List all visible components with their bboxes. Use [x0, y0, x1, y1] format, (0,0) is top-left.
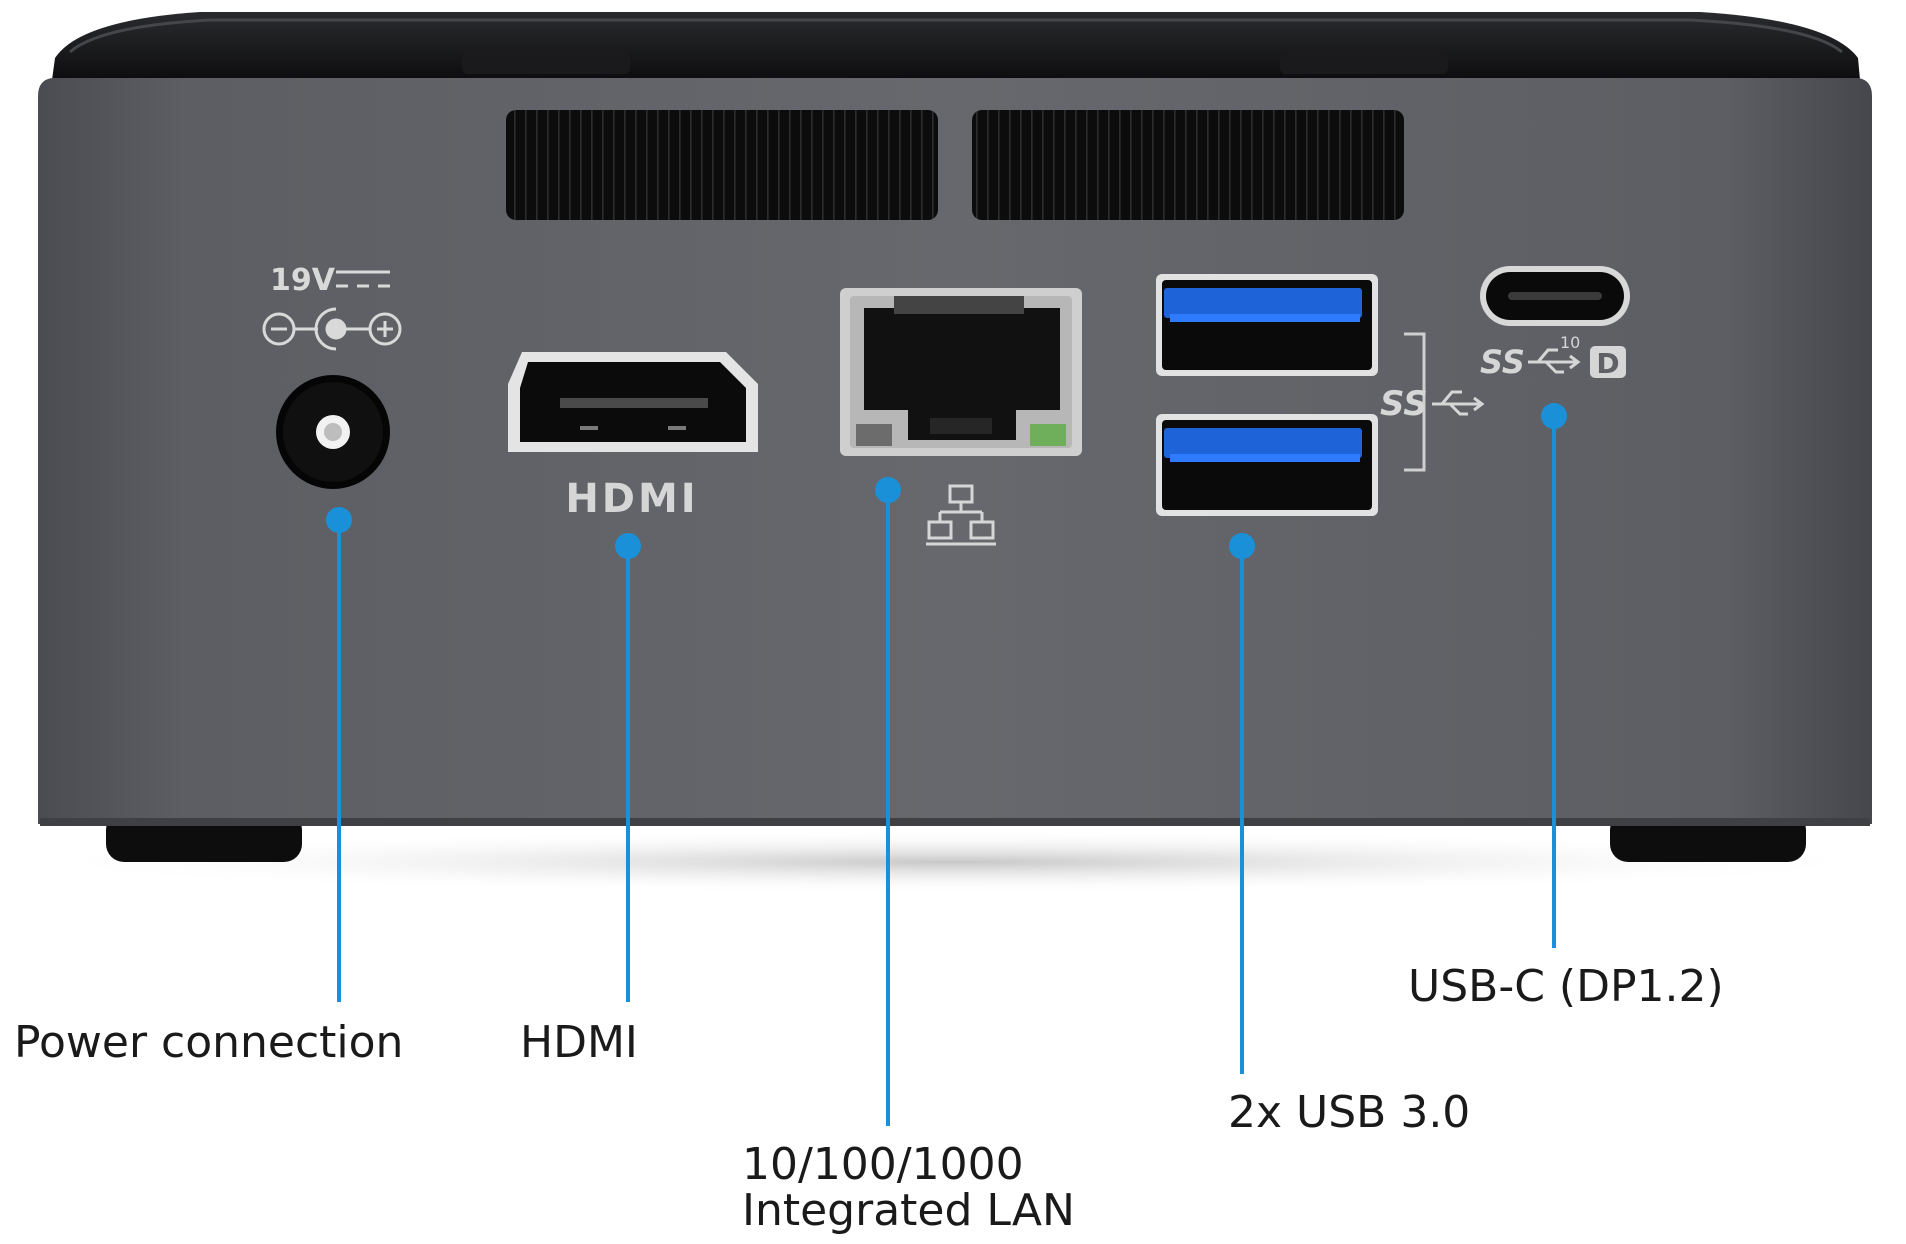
usb-c-superspeed-logo: SS [1480, 343, 1525, 381]
displayport-logo: D [1596, 347, 1619, 380]
usb-3-label: 2x USB 3.0 [1228, 1087, 1471, 1138]
hdmi-port [508, 352, 758, 452]
device-lid [52, 12, 1860, 80]
usb-c-label: USB-C (DP1.2) [1408, 961, 1724, 1012]
usb-superspeed-icon [1432, 390, 1485, 416]
displayport-icon: D [1590, 346, 1626, 380]
lan-callout-dot [875, 477, 901, 503]
lan-label-line2: Integrated LAN [742, 1185, 1075, 1236]
power-jack [276, 375, 390, 489]
power-rating-label: 19V [270, 263, 336, 298]
usb-superspeed-logo: SS [1380, 384, 1428, 424]
dc-polarity-icon [262, 307, 402, 351]
hdmi-label: HDMI [520, 1017, 638, 1068]
callout-dots [326, 403, 1567, 559]
usb-a-port-top [1156, 274, 1378, 376]
lan-port [840, 288, 1082, 456]
device-shadow [5, 830, 1905, 894]
usb-a-port-bottom [1156, 414, 1378, 516]
hdmi-logo: HDMI [565, 476, 698, 522]
power-callout-dot [326, 507, 352, 533]
usb-c-speed-label: 10 [1560, 333, 1580, 352]
hdmi-callout-dot [615, 533, 641, 559]
right-vent [972, 110, 1404, 220]
usb-c-usb-icon [1528, 348, 1581, 374]
lan-label-line1: 10/100/1000 [742, 1139, 1024, 1190]
network-icon [926, 484, 996, 546]
usbc-callout-dot [1541, 403, 1567, 429]
usb-callout-dot [1229, 533, 1255, 559]
dc-symbol-icon [336, 270, 390, 288]
left-vent [506, 110, 938, 220]
callout-lines [337, 416, 1556, 1126]
usb-bracket [1404, 332, 1426, 472]
power-connection-label: Power connection [14, 1017, 404, 1068]
usb-c-port [1480, 266, 1630, 326]
